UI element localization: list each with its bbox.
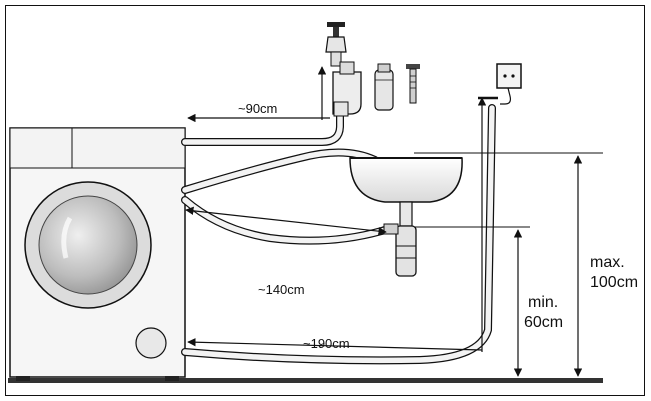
diagram-border (5, 5, 645, 396)
label-min: min. (528, 294, 558, 311)
floor-line (8, 378, 603, 383)
arrow-190cm (187, 338, 483, 351)
screw-fitting (406, 64, 420, 104)
label-140cm: ~140cm (258, 282, 305, 297)
label-190cm: ~190cm (303, 336, 350, 351)
arrow-140cm (185, 206, 387, 236)
control-panel (9, 127, 186, 169)
wall-socket (496, 63, 522, 105)
sink (349, 157, 463, 203)
door-glass (38, 195, 138, 295)
washing-machine (9, 127, 186, 381)
adapter-fitting (374, 63, 394, 111)
tap-connector (332, 61, 362, 117)
inlet-hose (181, 111, 344, 146)
label-max: max. (590, 254, 625, 271)
water-tap (325, 22, 347, 67)
label-90cm: ~90cm (238, 101, 277, 116)
filter-cover (135, 327, 167, 359)
siphon (383, 201, 417, 277)
label-max-value: 100cm (590, 274, 638, 291)
label-min-value: 60cm (524, 314, 563, 331)
drain-hose-sink (181, 148, 379, 194)
